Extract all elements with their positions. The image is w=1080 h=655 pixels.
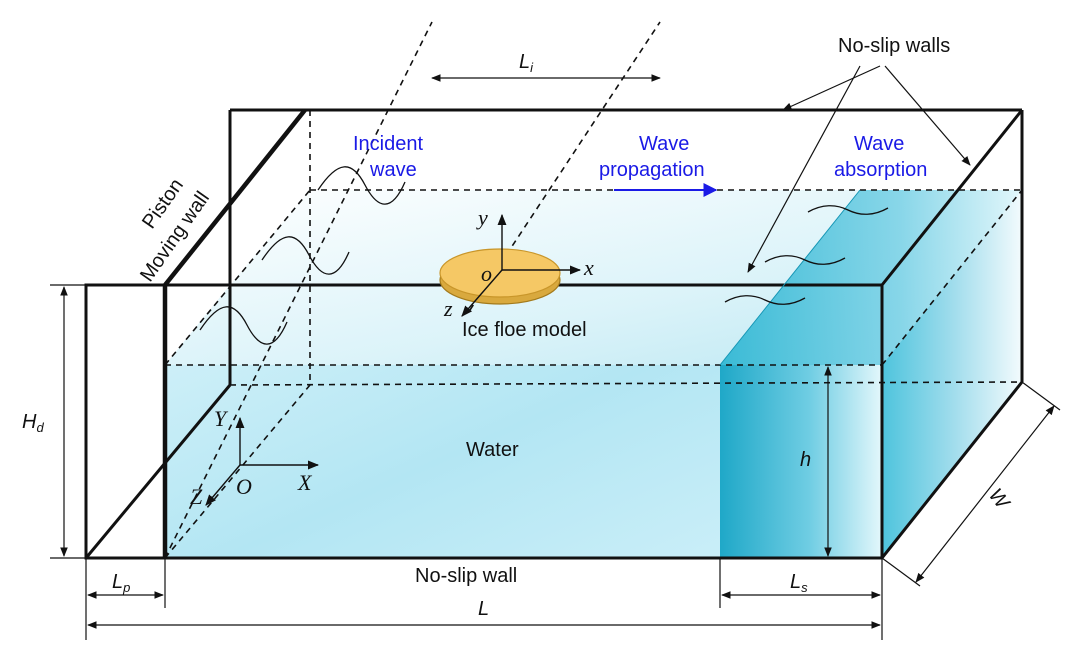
- ice-floe-model-label: Ice floe model: [462, 319, 587, 341]
- water-front-face: [165, 365, 882, 558]
- incident-wave-label-1: Incident: [353, 133, 423, 155]
- wave-propagation-label-2: propagation: [599, 159, 705, 181]
- incident-waves: [199, 166, 406, 345]
- local-origin-label: o: [481, 261, 492, 286]
- global-z-label: Z: [190, 484, 203, 509]
- water-label: Water: [466, 439, 519, 461]
- tank-outline: [84, 108, 1024, 560]
- local-z-label: z: [443, 296, 453, 321]
- dimension-lines: [50, 74, 1061, 640]
- local-y-label: y: [476, 205, 488, 230]
- ice-floe: [439, 248, 561, 305]
- lp-symbol: Lp: [112, 571, 130, 595]
- local-axes: [461, 213, 582, 317]
- ls-symbol: Ls: [790, 571, 808, 595]
- incident-wave-label-2: wave: [369, 159, 417, 181]
- absorption-waves: [724, 205, 889, 305]
- wave-absorption-label-2: absorption: [834, 159, 927, 181]
- absorption-zone-front: [720, 365, 882, 558]
- global-axes: [205, 416, 320, 506]
- hd-symbol: Hd: [22, 411, 44, 435]
- l-symbol: L: [478, 598, 489, 620]
- no-slip-walls-label: No-slip walls: [838, 35, 950, 57]
- wave-propagation-label-1: Wave: [639, 133, 689, 155]
- global-y-label: Y: [214, 406, 229, 431]
- global-origin-label: O: [236, 474, 252, 499]
- li-symbol: Li: [519, 51, 534, 75]
- no-slip-wall-pointers: [747, 65, 971, 273]
- h-symbol: h: [800, 449, 811, 471]
- local-x-label: x: [583, 255, 594, 280]
- absorption-zone-top: [720, 190, 1022, 365]
- no-slip-wall-label: No-slip wall: [415, 565, 517, 587]
- global-x-label: X: [297, 470, 313, 495]
- wave-absorption-label-1: Wave: [854, 133, 904, 155]
